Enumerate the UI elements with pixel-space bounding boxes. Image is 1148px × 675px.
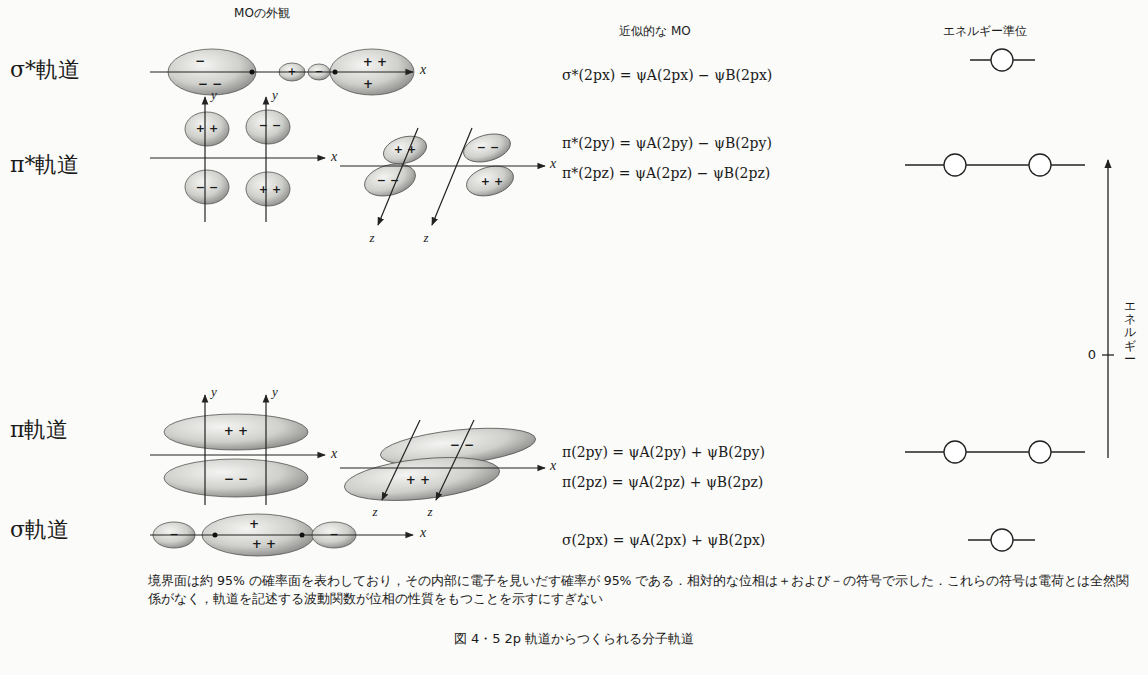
phase-sign: − − [196,182,218,195]
phase-sign: − [169,529,178,542]
axes [150,72,545,535]
mo-formula: π(2py) = ψA(2py) + ψB(2py) [562,444,765,460]
lobes [153,49,537,556]
axis-label: y [272,88,278,103]
axis-label: y [211,88,217,103]
column-header: エネルギー準位 [943,25,1027,39]
phase-sign: + + [224,425,248,439]
mo-formula: σ(2px) = ψA(2px) + ψB(2px) [562,532,765,548]
column-header: MOの外観 [234,7,290,21]
energy-axis [1102,160,1114,458]
axis-label: x [331,149,337,165]
row-label: π軌道 [10,417,68,442]
phase-sign: + + [481,176,503,189]
phase-sign: − − [198,78,222,92]
phase-sign: − [329,529,338,542]
phase-sign: − − [224,473,248,487]
energy-levels [905,49,1085,551]
phase-sign: + + [406,474,430,488]
phase-sign: + + [196,123,218,136]
axis-label: z [423,231,428,246]
row-label: π*軌道 [10,152,79,177]
axis-label: x [420,62,426,78]
phase-sign: + [288,66,296,78]
axis-label: x [550,458,556,474]
phase-sign: − − [477,142,499,155]
phase-sign: + + [259,184,281,197]
mo-formula: π(2pz) = ψA(2pz) + ψB(2pz) [562,474,763,490]
phase-sign: − [315,66,323,78]
phase-sign: − − [377,175,399,188]
axis-label: z [372,505,377,520]
phase-sign: + + [363,56,387,70]
axis-label: x [550,156,556,172]
phase-sign: − − [259,120,281,133]
column-header: 近似的な MO [619,25,691,39]
nuclei [213,70,338,538]
phase-sign: − − [450,439,474,453]
figure-caption: 図 4・5 2p 軌道からつくられる分子軌道 [454,632,694,647]
row-label: σ軌道 [10,517,69,542]
phase-sign: + + [252,538,276,552]
axis-title: エネルギー [1124,300,1136,366]
figure-note: 境界面は約 95% の確率面を表わしており，その内部に電子を見いだす確率が 95… [148,572,1138,608]
mo-formula: σ*(2px) = ψA(2px) − ψB(2px) [562,67,772,83]
axis-label: y [211,385,217,400]
row-label: σ*軌道 [10,57,80,82]
phase-sign: + [363,78,373,92]
axis-zero: 0 [1088,348,1096,363]
mo-formula: π*(2pz) = ψA(2pz) − ψB(2pz) [562,165,770,181]
axis-label: x [420,525,426,541]
mo-formula: π*(2py) = ψA(2py) − ψB(2py) [562,135,772,151]
axis-label: z [427,505,432,520]
phase-sign: − [195,55,205,69]
phase-sign: + + [394,144,416,157]
phase-sign: + [249,518,259,532]
axis-label: z [369,231,374,246]
axis-label: y [272,385,278,400]
axis-label: x [331,446,337,462]
